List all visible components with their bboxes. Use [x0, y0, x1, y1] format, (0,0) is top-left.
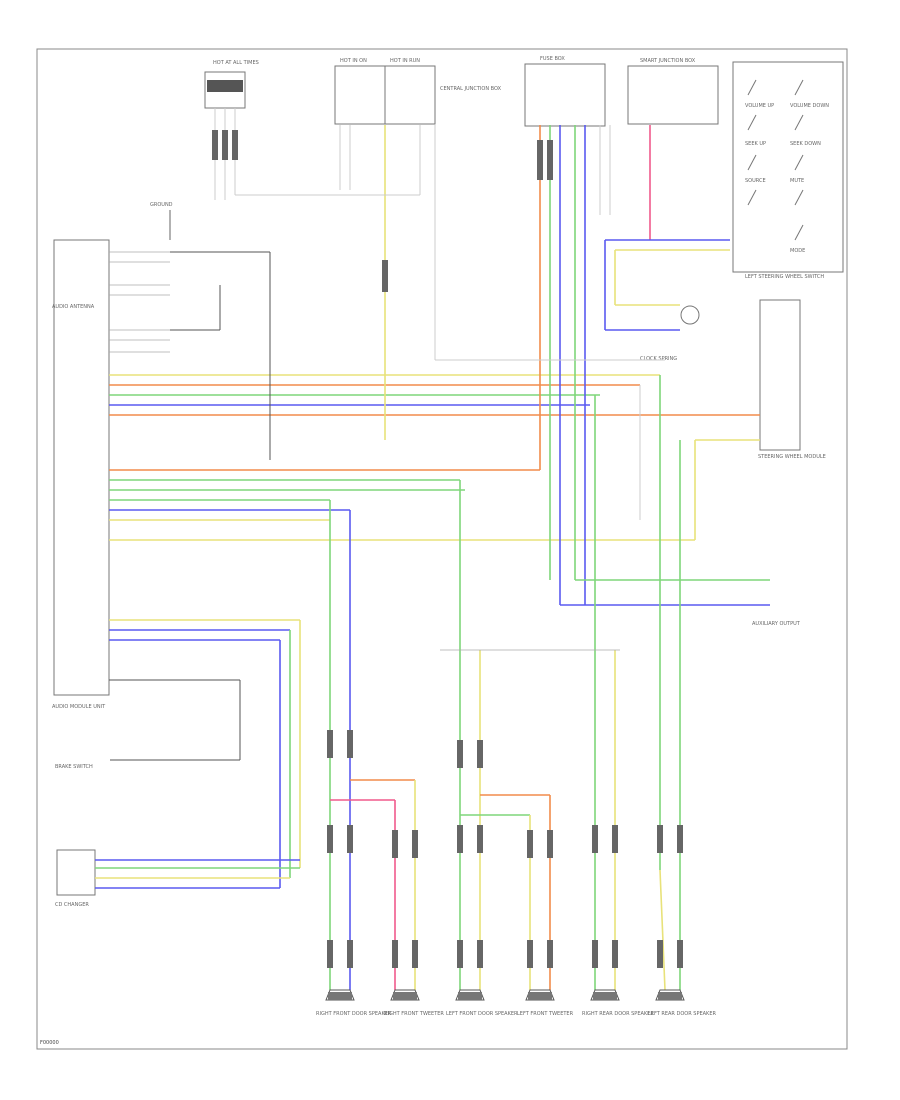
switch-label-4: SEEK DOWN [790, 141, 821, 147]
speaker-label-3: LEFT FRONT DOOR SPEAKER [446, 1011, 518, 1017]
footer-code: F00000 [40, 1040, 59, 1046]
speaker-label-1: RIGHT FRONT DOOR SPEAKER [316, 1011, 392, 1017]
switch-glyphs [747, 79, 804, 241]
gray-wires [214, 108, 665, 520]
top-label-2: HOT IN ON [340, 58, 367, 64]
clock-spring-label: CLOCK SPRING [640, 356, 677, 362]
steering-module-box [759, 299, 801, 451]
top-label-3: HOT IN RUN [390, 58, 420, 64]
cd-changer-box [56, 849, 96, 896]
speaker-5 [590, 989, 620, 1001]
switch-label-2: VOLUME DOWN [790, 103, 829, 109]
audio-unit-pins [109, 251, 170, 353]
switch-label-3: SEEK UP [745, 141, 766, 147]
clock-spring-icon [680, 305, 700, 325]
top-connector-5 [627, 65, 719, 125]
cd-changer-label: CD CHANGER [55, 902, 89, 908]
diagram-frame [36, 48, 848, 1050]
speaker-label-5: RIGHT REAR DOOR SPEAKER [582, 1011, 654, 1017]
speaker-4 [525, 989, 555, 1001]
dark-wires [109, 251, 271, 761]
top-label-4: FUSE BOX [540, 56, 565, 62]
auxiliary-label: AUXILIARY OUTPUT [752, 621, 801, 627]
connector-marks [212, 130, 683, 968]
audio-antenna-label: AUDIO ANTENNA [52, 304, 95, 310]
ground-label: GROUND [150, 202, 173, 208]
connector-plug [207, 80, 243, 92]
top-connector-2 [334, 65, 386, 125]
speaker-label-2: RIGHT FRONT TWEETER [384, 1011, 444, 1017]
speakers [325, 989, 685, 1001]
speaker-1 [325, 989, 355, 1001]
speaker-6 [655, 989, 685, 1001]
top-label-1: HOT AT ALL TIMES [213, 60, 259, 66]
top-connector-group [204, 61, 844, 273]
top-label-6: SMART JUNCTION BOX [640, 58, 696, 64]
switch-label-7: MODE [790, 248, 805, 254]
top-label-5: CENTRAL JUNCTION BOX [440, 86, 502, 92]
audio-unit-box [53, 239, 110, 696]
steering-module-label: STEERING WHEEL MODULE [758, 454, 826, 460]
switch-label-1: VOLUME UP [745, 103, 774, 109]
wire-harness [95, 125, 770, 991]
switch-label-5: SOURCE [745, 178, 766, 184]
speaker-label-6: LEFT REAR DOOR SPEAKER [648, 1011, 716, 1017]
audio-unit-label: AUDIO MODULE UNIT [52, 704, 106, 710]
switch-label-6: MUTE [790, 178, 804, 184]
speaker-2 [390, 989, 420, 1001]
brake-switch-label: BRAKE SWITCH [55, 764, 93, 770]
top-connector-4 [524, 63, 606, 127]
switch-module-box [732, 61, 844, 273]
speaker-3 [455, 989, 485, 1001]
speaker-label-4: LEFT FRONT TWEETER [517, 1011, 574, 1017]
top-connector-3 [384, 65, 436, 125]
switch-module-label: LEFT STEERING WHEEL SWITCH [745, 274, 824, 280]
